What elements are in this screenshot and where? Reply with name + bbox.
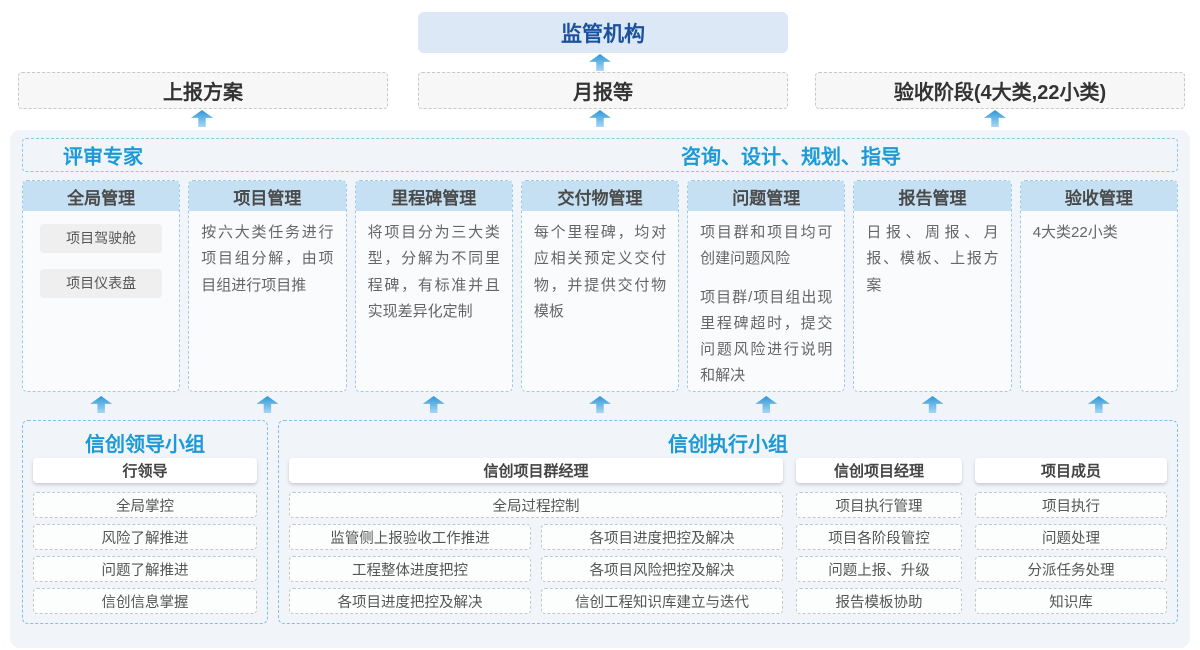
column-text: 每个里程碑，均对应相关预定义交付物，并提供交付物模板 <box>533 224 667 320</box>
arrow-up-icon <box>755 396 778 413</box>
column-text: 4大类22小类 <box>1032 224 1118 241</box>
pgm-duty-item: 各项目进度把控及解决 <box>541 524 783 550</box>
groups-row: 信创领导小组 行领导 全局掌控 风险了解推进 问题了解推进 信创信息掌握 信创执… <box>22 420 1178 624</box>
project-cockpit-pill: 项目驾驶舱 <box>40 224 163 253</box>
column-arrows-row <box>22 396 1178 416</box>
pgm-duty-item: 各项目进度把控及解决 <box>289 588 531 614</box>
column-body: 项目驾驶舱 项目仪表盘 <box>23 224 179 298</box>
arrow-up-icon <box>589 110 611 127</box>
arrow-up-icon <box>191 110 213 127</box>
pm-duty-item: 问题上报、升级 <box>796 556 962 582</box>
column-text: 按六大类任务进行项目组分解，由项目组进行项目推 <box>201 224 334 294</box>
consulting-design-label: 咨询、设计、规划、指导 <box>681 146 901 169</box>
regulator-box: 监管机构 <box>418 12 788 53</box>
column-project-mgmt: 项目管理 按六大类任务进行项目组分解，由项目组进行项目推 <box>188 180 347 392</box>
leader-duty-item: 风险了解推进 <box>33 524 257 550</box>
column-body: 4大类22小类 <box>1021 211 1177 255</box>
pgm-duty-item: 全局过程控制 <box>289 492 783 518</box>
monthly-report-box: 月报等 <box>418 72 788 109</box>
column-acceptance-mgmt: 验收管理 4大类22小类 <box>1019 180 1178 392</box>
column-title: 问题管理 <box>688 181 845 211</box>
column-title: 全局管理 <box>23 181 180 211</box>
arrow-up-icon <box>1087 396 1110 413</box>
column-issue-mgmt: 问题管理 项目群和项目均可创建问题风险 项目群/项目组出现里程碑超时，提交问题风… <box>687 180 846 392</box>
member-duty-item: 问题处理 <box>975 524 1167 550</box>
arrow-up-icon <box>90 396 113 413</box>
column-title: 里程碑管理 <box>355 181 512 211</box>
report-plan-box: 上报方案 <box>18 72 388 109</box>
management-panel: 评审专家 咨询、设计、规划、指导 全局管理 项目驾驶舱 项目仪表盘 项目管理 按… <box>10 130 1190 648</box>
pm-duty-item: 报告模板协助 <box>796 588 962 614</box>
leader-group-box: 信创领导小组 行领导 全局掌控 风险了解推进 问题了解推进 信创信息掌握 <box>22 420 268 624</box>
column-report-mgmt: 报告管理 日报、周报、月报、模板、上报方案 <box>853 180 1012 392</box>
arrow-up-icon <box>589 54 611 71</box>
arrow-up-icon <box>588 396 611 413</box>
column-deliverable-mgmt: 交付物管理 每个里程碑，均对应相关预定义交付物，并提供交付物模板 <box>520 180 680 392</box>
exec-group-box: 信创执行小组 信创项目群经理 全局过程控制 监管侧上报验收工作推进 各项目进度把… <box>278 420 1178 624</box>
pgm-duty-item: 监管侧上报验收工作推进 <box>289 524 531 550</box>
arrow-up-icon <box>921 396 944 413</box>
column-text: 项目群/项目组出现里程碑超时，提交问题风险进行说明和解决 <box>700 288 833 385</box>
project-member-role: 项目成员 <box>975 458 1167 483</box>
arrow-up-icon <box>984 110 1006 127</box>
column-body: 每个里程碑，均对应相关预定义交付物，并提供交付物模板 <box>522 211 678 334</box>
column-body: 将项目分为三大类型，分解为不同里程碑，有标准并且实现差异化定制 <box>356 211 512 334</box>
pgm-duty-item: 工程整体进度把控 <box>289 556 531 582</box>
pm-duty-item: 项目各阶段管控 <box>796 524 962 550</box>
column-milestone-mgmt: 里程碑管理 将项目分为三大类型，分解为不同里程碑，有标准并且实现差异化定制 <box>354 180 513 392</box>
pgm-duty-item: 各项目风险把控及解决 <box>541 556 783 582</box>
bank-leader-role: 行领导 <box>33 458 257 483</box>
column-body: 项目群和项目均可创建问题风险 项目群/项目组出现里程碑超时，提交问题风险进行说明… <box>688 211 844 391</box>
pm-duty-item: 项目执行管理 <box>796 492 962 518</box>
column-title: 交付物管理 <box>521 181 679 211</box>
column-title: 报告管理 <box>854 181 1011 211</box>
column-global-mgmt: 全局管理 项目驾驶舱 项目仪表盘 <box>22 180 181 392</box>
column-text: 项目群和项目均可创建问题风险 <box>700 224 833 268</box>
leader-duty-item: 问题了解推进 <box>33 556 257 582</box>
exec-group-columns: 信创项目群经理 全局过程控制 监管侧上报验收工作推进 各项目进度把控及解决 工程… <box>289 458 1167 614</box>
project-member-column: 项目成员 项目执行 问题处理 分派任务处理 知识库 <box>975 458 1167 614</box>
project-manager-column: 信创项目经理 项目执行管理 项目各阶段管控 问题上报、升级 报告模板协助 <box>796 458 962 614</box>
column-body: 按六大类任务进行项目组分解，由项目组进行项目推 <box>189 211 345 308</box>
column-title: 验收管理 <box>1020 181 1177 211</box>
pgm-duty-grid: 监管侧上报验收工作推进 各项目进度把控及解决 工程整体进度把控 各项目风险把控及… <box>289 524 783 614</box>
leader-duty-item: 全局掌控 <box>33 492 257 518</box>
arrow-up-icon <box>256 396 279 413</box>
management-columns: 全局管理 项目驾驶舱 项目仪表盘 项目管理 按六大类任务进行项目组分解，由项目组… <box>22 180 1178 392</box>
column-body: 日报、周报、月报、模板、上报方案 <box>854 211 1010 308</box>
panel-header: 评审专家 咨询、设计、规划、指导 <box>22 138 1178 172</box>
pgm-duty-item: 信创工程知识库建立与迭代 <box>541 588 783 614</box>
member-duty-item: 分派任务处理 <box>975 556 1167 582</box>
member-duty-item: 项目执行 <box>975 492 1167 518</box>
leader-duty-item: 信创信息掌握 <box>33 588 257 614</box>
arrow-up-icon <box>422 396 445 413</box>
leader-group-title: 信创领导小组 <box>85 433 205 456</box>
review-experts-label: 评审专家 <box>63 146 143 169</box>
column-text: 将项目分为三大类型，分解为不同里程碑，有标准并且实现差异化定制 <box>367 224 500 320</box>
project-dashboard-pill: 项目仪表盘 <box>40 269 163 298</box>
exec-group-title: 信创执行小组 <box>668 433 788 456</box>
column-title: 项目管理 <box>189 181 346 211</box>
acceptance-phase-box: 验收阶段(4大类,22小类) <box>815 72 1185 109</box>
program-manager-role: 信创项目群经理 <box>289 458 783 483</box>
member-duty-item: 知识库 <box>975 588 1167 614</box>
column-text: 日报、周报、月报、模板、上报方案 <box>866 224 999 294</box>
program-manager-column: 信创项目群经理 全局过程控制 监管侧上报验收工作推进 各项目进度把控及解决 工程… <box>289 458 783 614</box>
project-manager-role: 信创项目经理 <box>796 458 962 483</box>
